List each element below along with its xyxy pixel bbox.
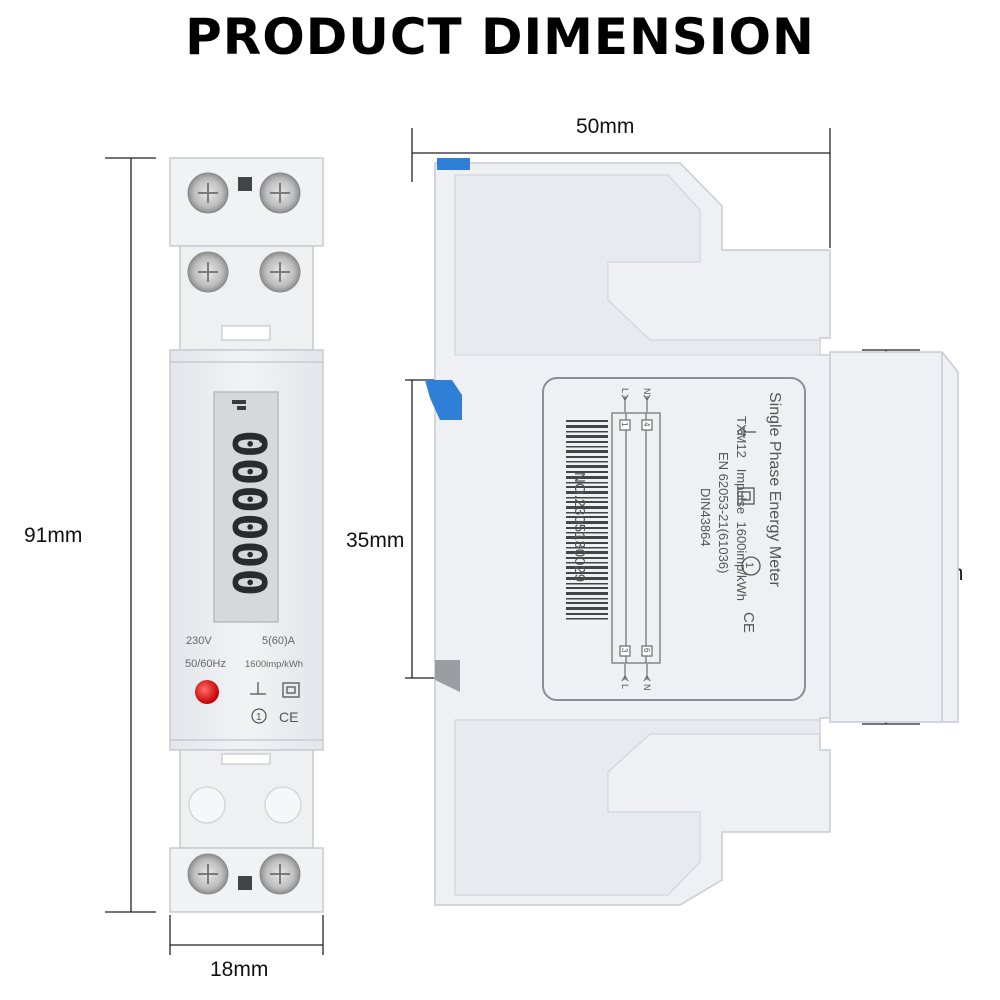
ground-symbol-icon (250, 682, 266, 695)
top-clip-blue (437, 158, 470, 170)
dimension-width-top: 50mm (576, 115, 635, 138)
page-title: PRODUCT DIMENSION (185, 8, 815, 66)
lcd-display (213, 391, 279, 623)
front-class-mark: 1 (256, 712, 262, 723)
terminal-bottom-right: N (642, 684, 652, 691)
label-ground-icon (737, 426, 756, 438)
label-class-mark: 1 (743, 562, 755, 568)
front-top-latch (221, 325, 271, 341)
front-current: 5(60)A (262, 635, 296, 647)
pulse-led (195, 680, 219, 704)
side-label-frame (542, 377, 806, 701)
din-clip-blue (425, 380, 462, 420)
lcd-digits: 000000 (222, 430, 276, 596)
side-meter-cover (829, 351, 959, 723)
terminal-num-1: 1 (620, 422, 629, 427)
side-label-text: Single Phase Energy Meter TXM12 Impulse … (571, 388, 783, 691)
double-insulation-icon (282, 682, 300, 698)
label-class-icon (741, 556, 761, 576)
label-double-insulation-icon (737, 487, 755, 505)
dimension-height-left: 91mm (24, 524, 83, 547)
arrow-icons (621, 394, 651, 682)
front-bottom-latch (221, 753, 271, 765)
bottom-cover-hole-right (264, 786, 302, 824)
terminal-top-left: L (620, 388, 630, 393)
terminal-num-3: 3 (620, 648, 629, 653)
label-ce-mark: CE (740, 612, 757, 633)
terminal-bottom-left: L (620, 684, 630, 689)
front-voltage: 230V (186, 635, 212, 647)
terminal-top-right: N (642, 388, 652, 395)
label-standard: EN 62053-21(61036) (716, 452, 731, 573)
front-ce-mark: CE (279, 709, 298, 725)
front-top-seal-slot (238, 177, 252, 191)
terminal-diagram (611, 396, 661, 680)
lcd-decimal-point (259, 437, 265, 443)
label-serial: NO.2305130029 (571, 472, 588, 582)
label-din: DIN43864 (698, 488, 713, 547)
class-icon (251, 708, 267, 724)
label-title: Single Phase Energy Meter (766, 392, 783, 587)
label-model-impulse: TXM12 Impulse 1600imp/kWh (734, 416, 749, 601)
barcode (566, 420, 608, 620)
terminal-num-4: 4 (642, 422, 651, 427)
dimension-width-bottom: 18mm (210, 958, 269, 981)
terminal-num-6: 6 (642, 648, 651, 653)
front-impulse: 1600imp/kWh (245, 659, 303, 670)
dimension-rail: 35mm (346, 529, 405, 552)
front-frequency: 50/60Hz (185, 658, 226, 670)
front-bottom-screws (187, 853, 301, 895)
side-meter-facets (454, 174, 821, 896)
front-top-screws (187, 172, 301, 293)
front-bottom-seal-slot (238, 876, 252, 890)
bottom-cover-hole-left (188, 786, 226, 824)
din-clip-gray (435, 660, 460, 692)
